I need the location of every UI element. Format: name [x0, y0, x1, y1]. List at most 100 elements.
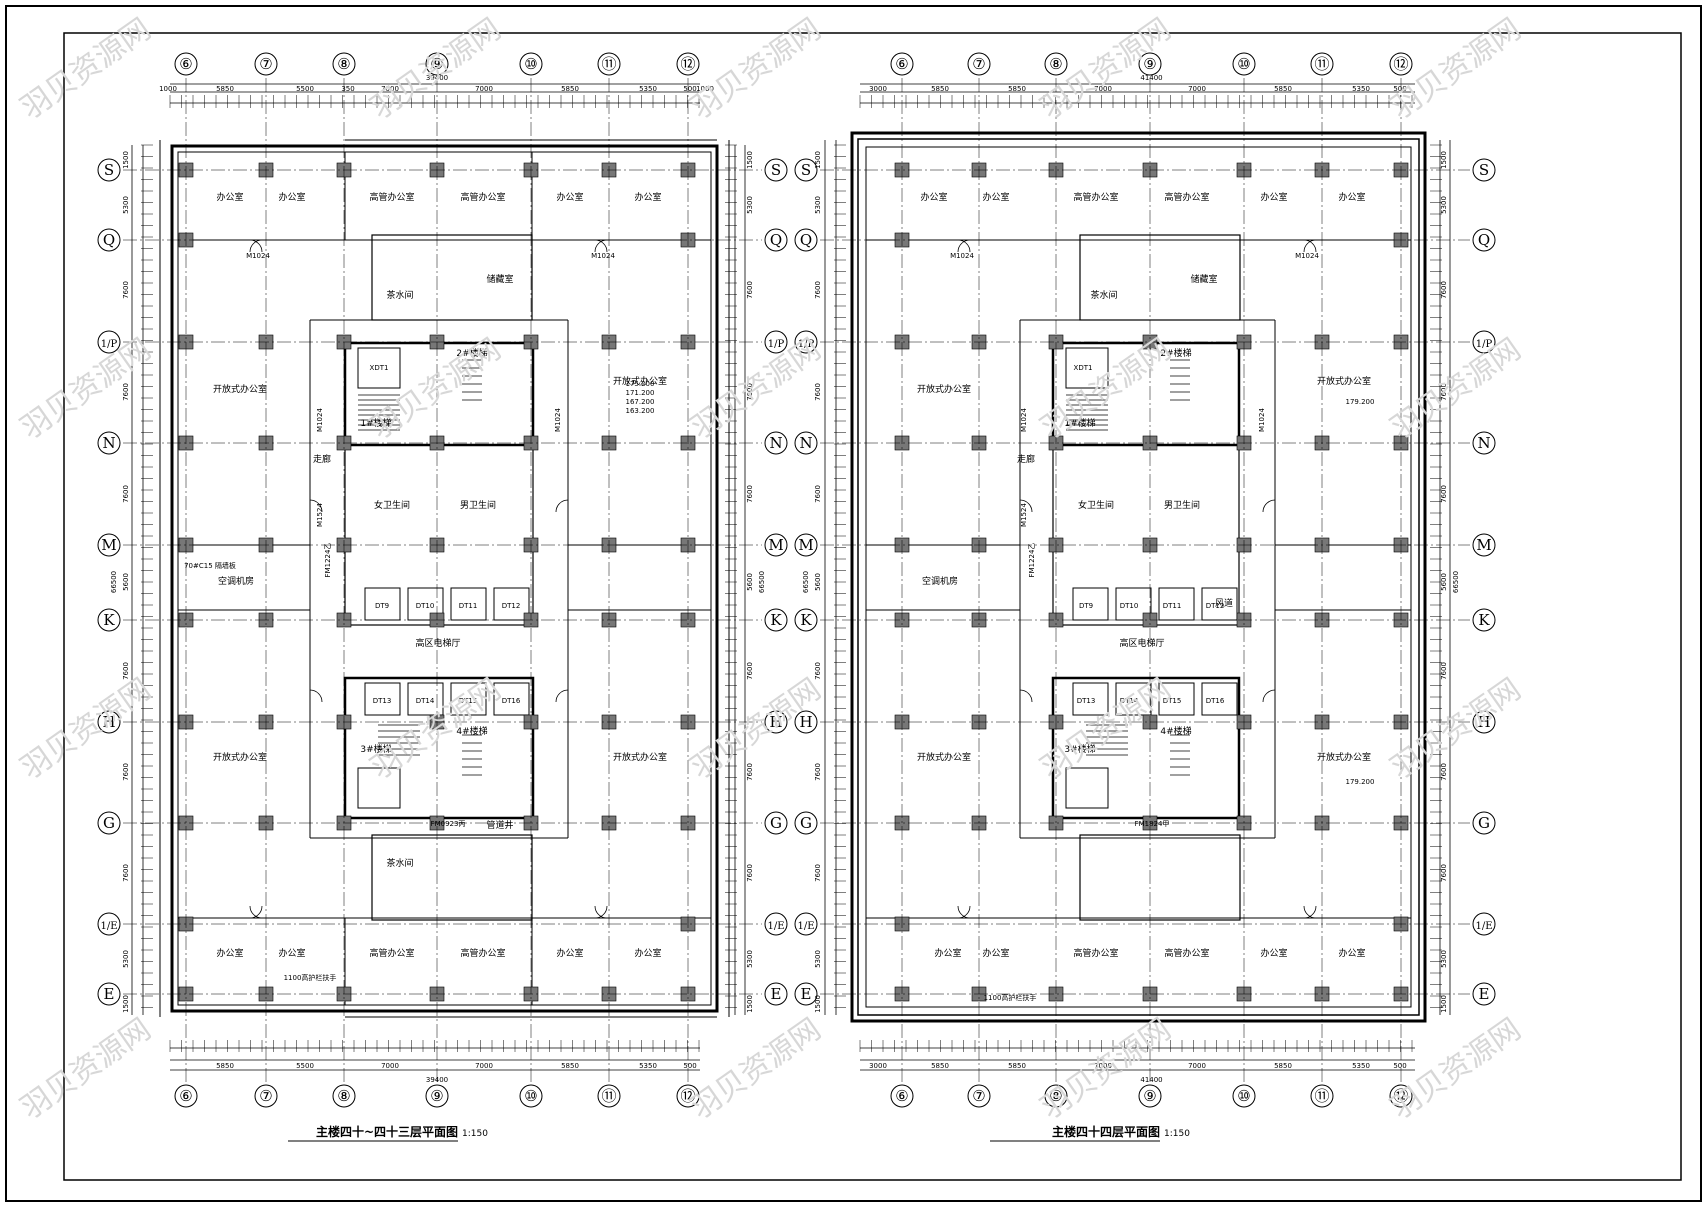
grid-column-label: ⑥ — [895, 55, 908, 73]
room-men-restroom: 男卫生间 — [1164, 499, 1200, 511]
grid-column-label: ⑩ — [524, 1087, 537, 1105]
grid-row-label: H — [769, 713, 782, 731]
grid-row-label: 1/E — [1475, 921, 1492, 932]
grid-column-label: ⑨ — [1143, 1087, 1156, 1105]
grid-bubble — [1232, 52, 1256, 76]
dimension-span-left: 7600 — [814, 662, 822, 680]
dimension-span: 7000 — [475, 1062, 493, 1070]
room-storage: 储藏室 — [486, 273, 513, 285]
dimension-span: 5850 — [1008, 1062, 1026, 1070]
room-executive-office: 高管办公室 — [1073, 191, 1118, 203]
grid-column-label: ⑪ — [1314, 55, 1329, 73]
dimension-span-left: 1500 — [122, 995, 130, 1013]
grid-row-label: S — [771, 161, 781, 179]
grid-row-label: 1/P — [768, 339, 785, 350]
room-office: 办公室 — [634, 947, 661, 959]
room-pantry: 茶水间 — [1090, 289, 1117, 301]
door-tag: M1024 — [1258, 408, 1266, 432]
grid-column-label: ⑪ — [1314, 1087, 1329, 1105]
grid-bubble — [97, 811, 121, 835]
grid-bubble — [97, 608, 121, 632]
elevator-label: DT15 — [1163, 697, 1182, 705]
dimension-total: 41400 — [1140, 1076, 1162, 1084]
grid-bubble — [967, 52, 991, 76]
door-tag: FM1224乙 — [1028, 543, 1036, 578]
dimension-span-left: 7600 — [122, 864, 130, 882]
grid-row-label: M — [768, 536, 783, 554]
dimension-total-right: 66500 — [1452, 571, 1460, 593]
grid-row-label: E — [771, 985, 782, 1003]
grid-bubble — [890, 1084, 914, 1108]
dimension-total-right: 66500 — [758, 571, 766, 593]
stair-label: 3#楼梯 — [360, 743, 391, 755]
door-tag: M1524 — [1020, 503, 1028, 527]
grid-bubble — [794, 811, 818, 835]
room-open-office: 开放式办公室 — [917, 383, 971, 395]
dimension-span-right: 5300 — [1440, 196, 1448, 214]
grid-row-label: 1/E — [767, 921, 784, 932]
grid-bubble — [1044, 1084, 1068, 1108]
dimension-span-left: 1500 — [814, 995, 822, 1013]
dimension-span-right: 1500 — [1440, 151, 1448, 169]
stair-label: 3#楼梯 — [1064, 743, 1095, 755]
stair-label: 2#楼梯 — [456, 347, 487, 359]
grid-bubble — [597, 1084, 621, 1108]
grid-bubble — [764, 608, 788, 632]
grid-bubble — [1389, 52, 1413, 76]
grid-bubble — [1472, 533, 1496, 557]
stair-label: 4#楼梯 — [1160, 725, 1191, 737]
room-office: 办公室 — [982, 947, 1009, 959]
elevation-mark: 171.200 — [626, 389, 655, 397]
grid-bubble — [967, 1084, 991, 1108]
grid-row-label: G — [770, 814, 782, 832]
dimension-span-right: 7600 — [746, 485, 754, 503]
grid-column-label: ⑥ — [179, 55, 192, 73]
dimension-span-left: 7600 — [814, 485, 822, 503]
door-tag: M1024 — [316, 408, 324, 432]
stair-label: 4#楼梯 — [456, 725, 487, 737]
dimension-span: 3000 — [869, 85, 887, 93]
dimension-span: 5850 — [561, 85, 579, 93]
dimension-span-left: 7600 — [814, 763, 822, 781]
room-office: 办公室 — [1338, 191, 1365, 203]
grid-row-label: N — [102, 434, 115, 452]
dimension-span-right: 7600 — [1440, 383, 1448, 401]
room-office: 办公室 — [920, 191, 947, 203]
grid-bubble — [794, 608, 818, 632]
elevator-label: DT9 — [375, 602, 389, 610]
room-executive-office: 高管办公室 — [1164, 947, 1209, 959]
grid-row-label: 1/P — [798, 339, 815, 350]
grid-bubble — [764, 330, 788, 354]
grid-row-label: G — [1478, 814, 1490, 832]
dimension-span-left: 7600 — [814, 281, 822, 299]
grid-column-label: ⑨ — [1143, 55, 1156, 73]
grid-row-label: S — [1479, 161, 1489, 179]
grid-row-label: E — [1479, 985, 1490, 1003]
grid-bubble — [174, 52, 198, 76]
grid-bubble — [425, 1084, 449, 1108]
dimension-span-left: 5300 — [814, 196, 822, 214]
grid-row-label: Q — [800, 231, 812, 249]
elevator-label: DT11 — [1163, 602, 1182, 610]
dimension-span: 5850 — [216, 85, 234, 93]
dimension-span: 500 — [683, 1062, 696, 1070]
dimension-span-left: 7600 — [122, 281, 130, 299]
grid-row-label: G — [103, 814, 115, 832]
elevator-label: XDT1 — [370, 364, 389, 372]
room-storage: 储藏室 — [1190, 273, 1217, 285]
dimension-span: 3000 — [869, 1062, 887, 1070]
room-office: 办公室 — [556, 947, 583, 959]
dimension-span-right: 7600 — [1440, 485, 1448, 503]
grid-bubble — [764, 982, 788, 1006]
room-office: 办公室 — [278, 191, 305, 203]
grid-column-label: ⑦ — [972, 55, 985, 73]
room-ac-room: 空调机房 — [218, 575, 254, 587]
grid-column-label: ⑦ — [972, 1087, 985, 1105]
grid-bubble — [1472, 811, 1496, 835]
elevator-label: DT12 — [1206, 602, 1225, 610]
dimension-span-right: 1500 — [746, 995, 754, 1013]
dimension-span: 7000 — [1094, 85, 1112, 93]
room-executive-office: 高管办公室 — [460, 191, 505, 203]
dimension-total-left: 66500 — [802, 571, 810, 593]
grid-row-label: 1/P — [1476, 339, 1493, 350]
